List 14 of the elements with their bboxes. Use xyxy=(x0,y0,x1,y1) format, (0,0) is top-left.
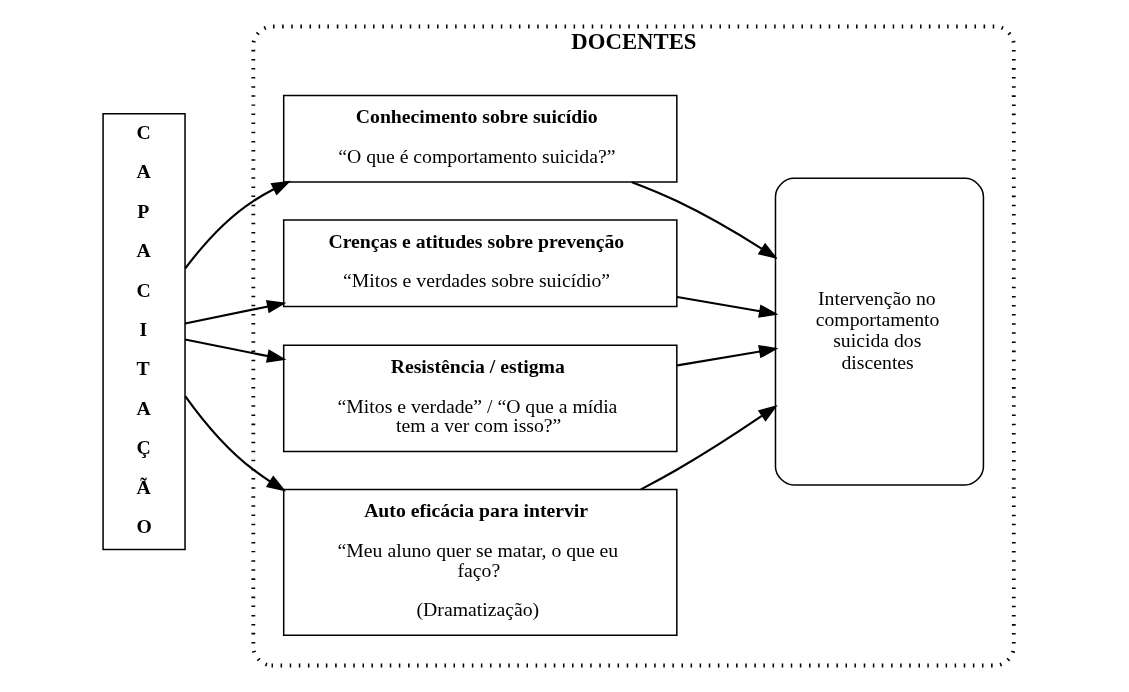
arrow xyxy=(640,405,778,491)
node-box: CAPACITAÇÃO xyxy=(102,113,186,551)
arrow xyxy=(676,344,779,367)
arrow xyxy=(676,295,779,318)
node-box: Conhecimento sobre suicídio “O que é comportamento suicida?” xyxy=(282,94,678,183)
node-box: Auto eficácia para intervir “Meu aluno quer se matar, o que eu faço? (Dramatização) xyxy=(282,488,678,636)
arrow xyxy=(184,338,287,363)
arrow xyxy=(631,181,778,260)
arrow xyxy=(184,395,287,492)
node-box: Resistência / estigma “Mitos e verdade” / “O que a mídia tem a ver com isso?” xyxy=(282,344,678,453)
arrow xyxy=(184,299,287,325)
node-box: Intervenção no comportamento suicida dos discentes xyxy=(774,177,985,486)
node-box: Crenças e atitudes sobre prevenção “Mitos e verdades sobre suicídio” xyxy=(282,219,678,308)
arrow xyxy=(184,180,291,270)
